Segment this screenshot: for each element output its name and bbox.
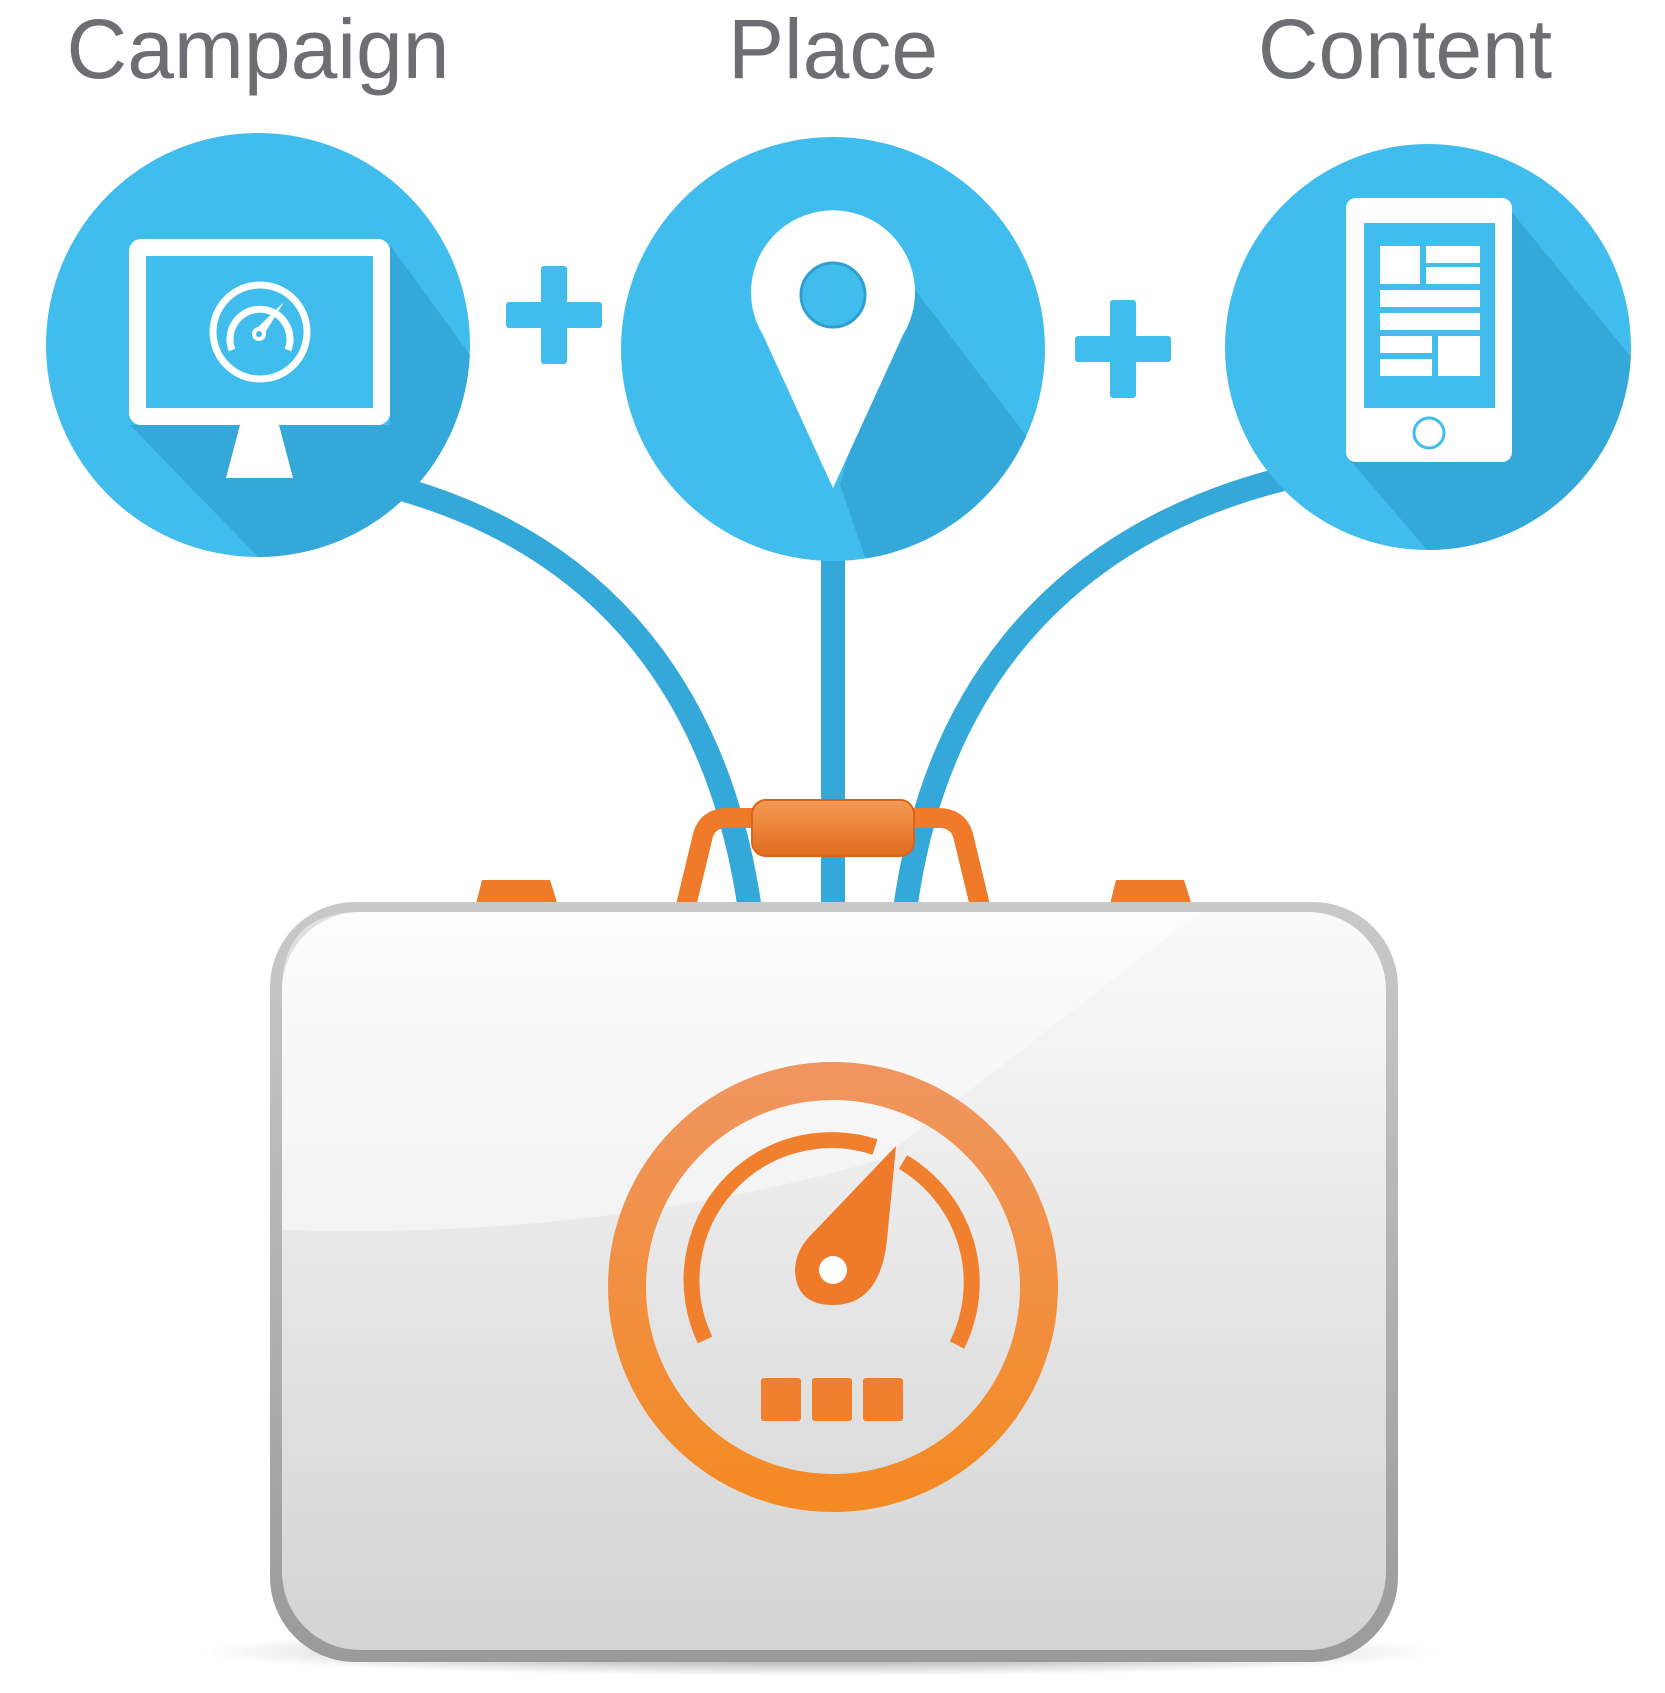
plus-sign-2 (1075, 300, 1171, 398)
label-content: Content (1258, 2, 1552, 96)
place-circle (621, 137, 1045, 561)
gauge-logo-icon (608, 1062, 1058, 1512)
content-circle (1225, 144, 1631, 550)
label-campaign: Campaign (67, 2, 450, 96)
label-place: Place (728, 2, 938, 96)
tablet-layout-icon (1346, 198, 1512, 462)
campaign-circle (46, 133, 470, 557)
briefcase-handle (675, 799, 991, 913)
connector-content (893, 463, 1303, 912)
map-pin-icon (751, 210, 915, 489)
monitor-with-gauge-icon (129, 239, 390, 478)
plus-sign-1 (506, 266, 602, 364)
briefcase (200, 799, 1440, 1676)
